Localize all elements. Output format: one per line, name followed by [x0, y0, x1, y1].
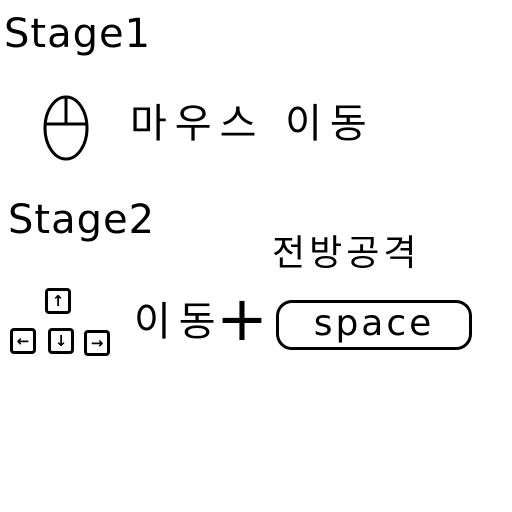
- mouse-move-instruction: 마우스 이동: [130, 101, 375, 147]
- stage2-title: Stage2: [8, 197, 156, 243]
- arrow-down-key-icon: ↓: [48, 328, 74, 354]
- mouse-icon: [43, 95, 89, 161]
- space-key-icon: space: [276, 300, 472, 350]
- arrow-left-key-icon: ←: [10, 328, 36, 354]
- arrow-up-key-icon: ↑: [45, 288, 71, 314]
- arrow-move-instruction: 이동: [134, 299, 224, 345]
- stage1-title: Stage1: [4, 11, 152, 57]
- arrow-right-key-icon: →: [84, 330, 110, 356]
- mouse-body: [43, 95, 89, 161]
- forward-attack-instruction: 전방공격: [272, 233, 421, 274]
- plus-sign: +: [216, 282, 268, 355]
